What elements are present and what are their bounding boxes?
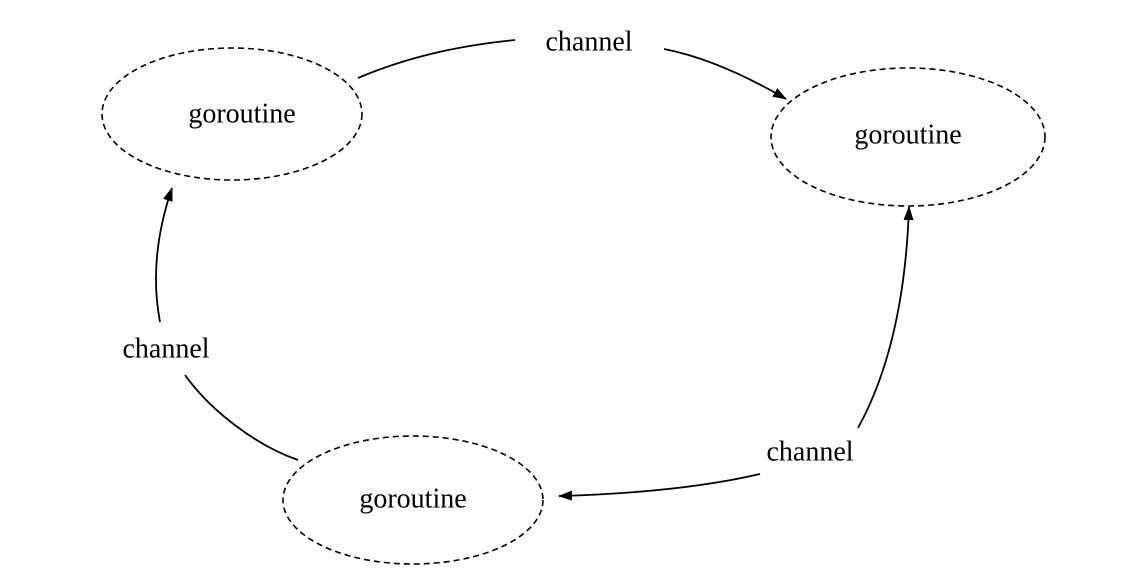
edge-arrow — [663, 48, 787, 100]
edge-label: channel — [122, 333, 209, 364]
edge-line-segment — [184, 374, 299, 461]
node-goroutine-top-right: goroutine — [770, 67, 1046, 207]
edge-line-segment — [357, 39, 516, 79]
node-ellipse — [282, 435, 544, 565]
node-goroutine-bottom: goroutine — [282, 435, 544, 565]
edge-label: channel — [766, 436, 853, 467]
node-label: goroutine — [854, 119, 961, 150]
edge-arrow — [558, 473, 761, 501]
edge-channel-left: channel — [122, 187, 299, 461]
node-label: goroutine — [359, 483, 466, 514]
node-goroutine-top-left: goroutine — [101, 47, 363, 181]
edge-channel-top: channel — [357, 26, 787, 100]
edge-arrow — [155, 187, 173, 323]
node-ellipse — [101, 47, 363, 181]
node-label: goroutine — [188, 98, 295, 129]
edge-label: channel — [545, 26, 632, 57]
edge-channel-right: channel — [558, 206, 914, 501]
edge-line-segment — [857, 206, 914, 429]
node-ellipse — [770, 67, 1046, 207]
